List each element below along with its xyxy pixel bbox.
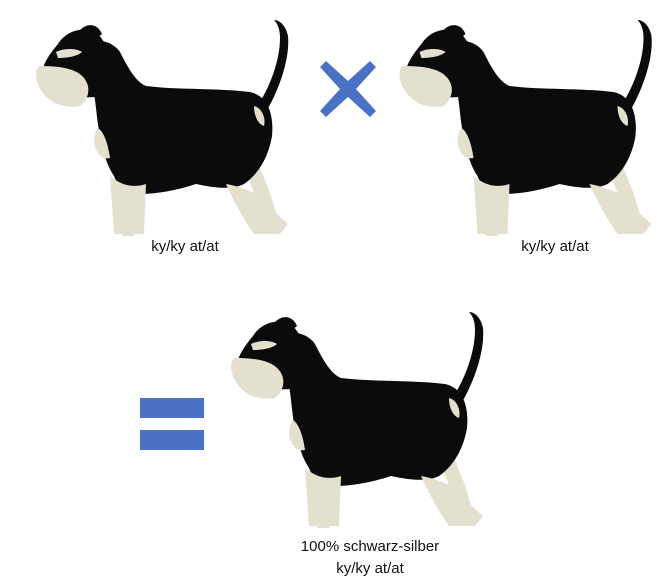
schnauzer-silhouette-icon [36,20,289,236]
parent-dog-2-illustration [380,8,663,243]
offspring-phenotype-label: 100% schwarz-silber [300,538,440,555]
offspring-dog-illustration [208,300,498,535]
parent-1-genotype-label: ky/ky at/at [151,238,219,255]
multiply-icon [316,57,380,126]
equals-icon [140,398,204,455]
offspring-genotype-label: ky/ky at/at [336,560,404,577]
parent-2-genotype-label: ky/ky at/at [521,238,589,255]
parent-dog-1-illustration [8,8,308,243]
schnauzer-silhouette-icon [231,312,484,528]
schnauzer-silhouette-icon [399,20,652,236]
